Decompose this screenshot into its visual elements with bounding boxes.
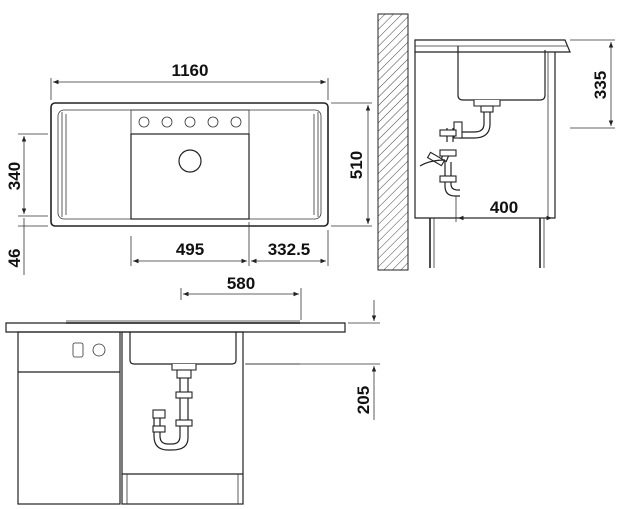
dim-front-offset: 46 [5, 218, 48, 275]
dim-overall-width: 1160 [50, 61, 329, 100]
front-bowl [129, 332, 237, 365]
dim-wall-height: 335 [570, 39, 615, 129]
side-trap [419, 100, 501, 197]
countertop [414, 39, 571, 53]
bowl-width-label: 495 [176, 240, 204, 259]
sink-cabinet [121, 331, 244, 505]
dim-drainer-width: 332.5 [251, 230, 329, 266]
dim-overall-depth: 510 [331, 102, 372, 227]
tap-holes [138, 116, 242, 128]
left-cabinet [17, 331, 121, 505]
control-dial [92, 343, 106, 357]
overall-depth-label: 510 [347, 151, 366, 179]
front-offset-label: 46 [5, 249, 24, 268]
top-view: 1160 510 340 46 495 [5, 61, 372, 275]
sink-outline [50, 102, 329, 227]
drain-distance-label: 400 [490, 198, 518, 217]
dim-bowl-depth: 205 [246, 300, 380, 420]
dim-cabinet-width: 580 [180, 274, 302, 320]
drain-hole [178, 149, 202, 173]
bowl-depth-label: 205 [354, 386, 373, 414]
overall-width-label: 1160 [172, 61, 209, 80]
front-view: 580 205 [5, 274, 380, 505]
dim-bowl-height: 340 [5, 133, 48, 217]
drainer-width-label: 332.5 [268, 240, 311, 259]
front-trap [152, 364, 197, 451]
dim-drain-distance: 400 [455, 196, 552, 222]
cabinet-width-label: 580 [227, 274, 255, 293]
bowl-height-label: 340 [5, 162, 24, 190]
side-view: 400 335 [377, 13, 615, 271]
dim-bowl-width: 495 [130, 222, 250, 266]
front-countertop [5, 322, 346, 333]
sink-inner-outline [57, 109, 322, 220]
side-bowl [457, 46, 546, 101]
right-drainer [313, 112, 319, 217]
left-drainer [61, 112, 67, 217]
bowl [130, 133, 250, 220]
control-knob [72, 342, 84, 358]
wall [377, 13, 409, 271]
wall-height-label: 335 [591, 71, 610, 99]
